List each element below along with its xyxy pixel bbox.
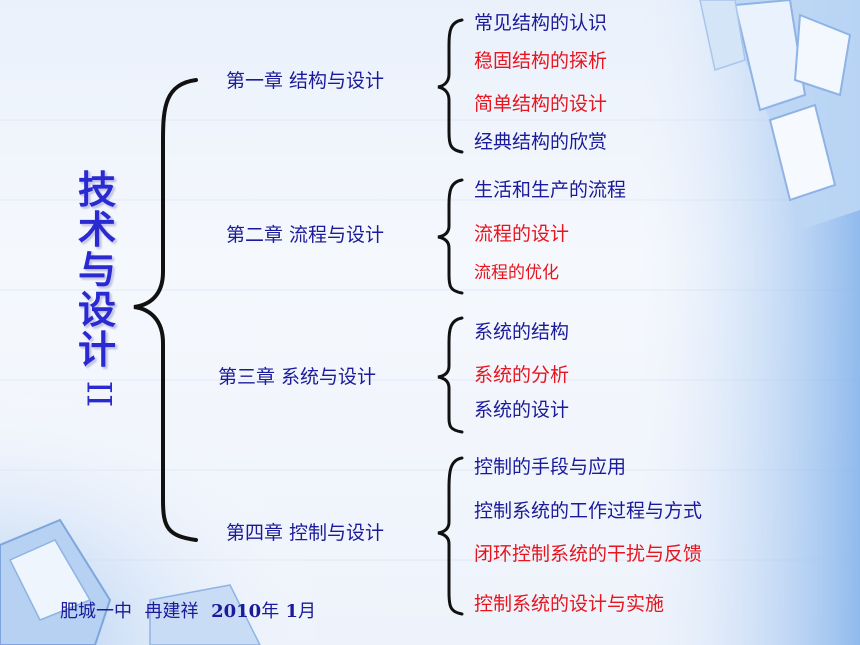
footer-school: 肥城一中 — [60, 601, 132, 622]
brace-chapter-2 — [437, 178, 464, 295]
main-brace — [133, 78, 198, 542]
section-item: 系统的设计 — [474, 399, 570, 421]
decor-panels-bottom-left — [0, 518, 261, 645]
section-item: 流程的设计 — [474, 223, 570, 245]
main-title: 技术与设计 — [72, 170, 122, 370]
footer-year-unit: 年 — [261, 601, 280, 622]
section-item: 控制的手段与应用 — [474, 456, 627, 478]
section-item: 系统的结构 — [474, 321, 570, 343]
main-title-char: 计 — [77, 328, 116, 372]
section-item: 稳固结构的探析 — [474, 50, 608, 72]
section-item: 闭环控制系统的干扰与反馈 — [474, 543, 703, 565]
brace-chapter-1 — [437, 18, 464, 154]
brace-chapter-3 — [437, 316, 464, 434]
footer-month: 1 — [285, 601, 299, 622]
footer-year: 2010 — [211, 601, 262, 622]
decor-panels-top-right — [699, 0, 860, 230]
chapter-2-label: 第二章 流程与设计 — [226, 224, 385, 246]
section-item: 经典结构的欣赏 — [474, 131, 608, 153]
main-title-char: 与 — [77, 248, 116, 292]
section-item: 控制系统的工作过程与方式 — [474, 500, 703, 522]
chapter-1-label: 第一章 结构与设计 — [226, 70, 385, 92]
main-title-char: 技 — [77, 168, 116, 212]
section-item: 常见结构的认识 — [474, 12, 608, 34]
section-item: 生活和生产的流程 — [474, 179, 627, 201]
brace-chapter-4 — [437, 456, 464, 616]
footer-credit: 肥城一中 冉建祥 2010年 1月 — [60, 597, 316, 623]
section-item: 简单结构的设计 — [474, 93, 608, 115]
main-title-char: 设 — [77, 288, 116, 332]
footer-month-unit: 月 — [298, 601, 317, 622]
title-suffix: II — [78, 380, 118, 408]
chapter-3-label: 第三章 系统与设计 — [218, 366, 377, 388]
section-item: 控制系统的设计与实施 — [474, 593, 665, 615]
footer-author: 冉建祥 — [144, 601, 199, 622]
main-title-char: 术 — [77, 208, 116, 252]
chapter-4-label: 第四章 控制与设计 — [226, 522, 385, 544]
section-item: 流程的优化 — [474, 263, 559, 283]
section-item: 系统的分析 — [474, 364, 570, 386]
